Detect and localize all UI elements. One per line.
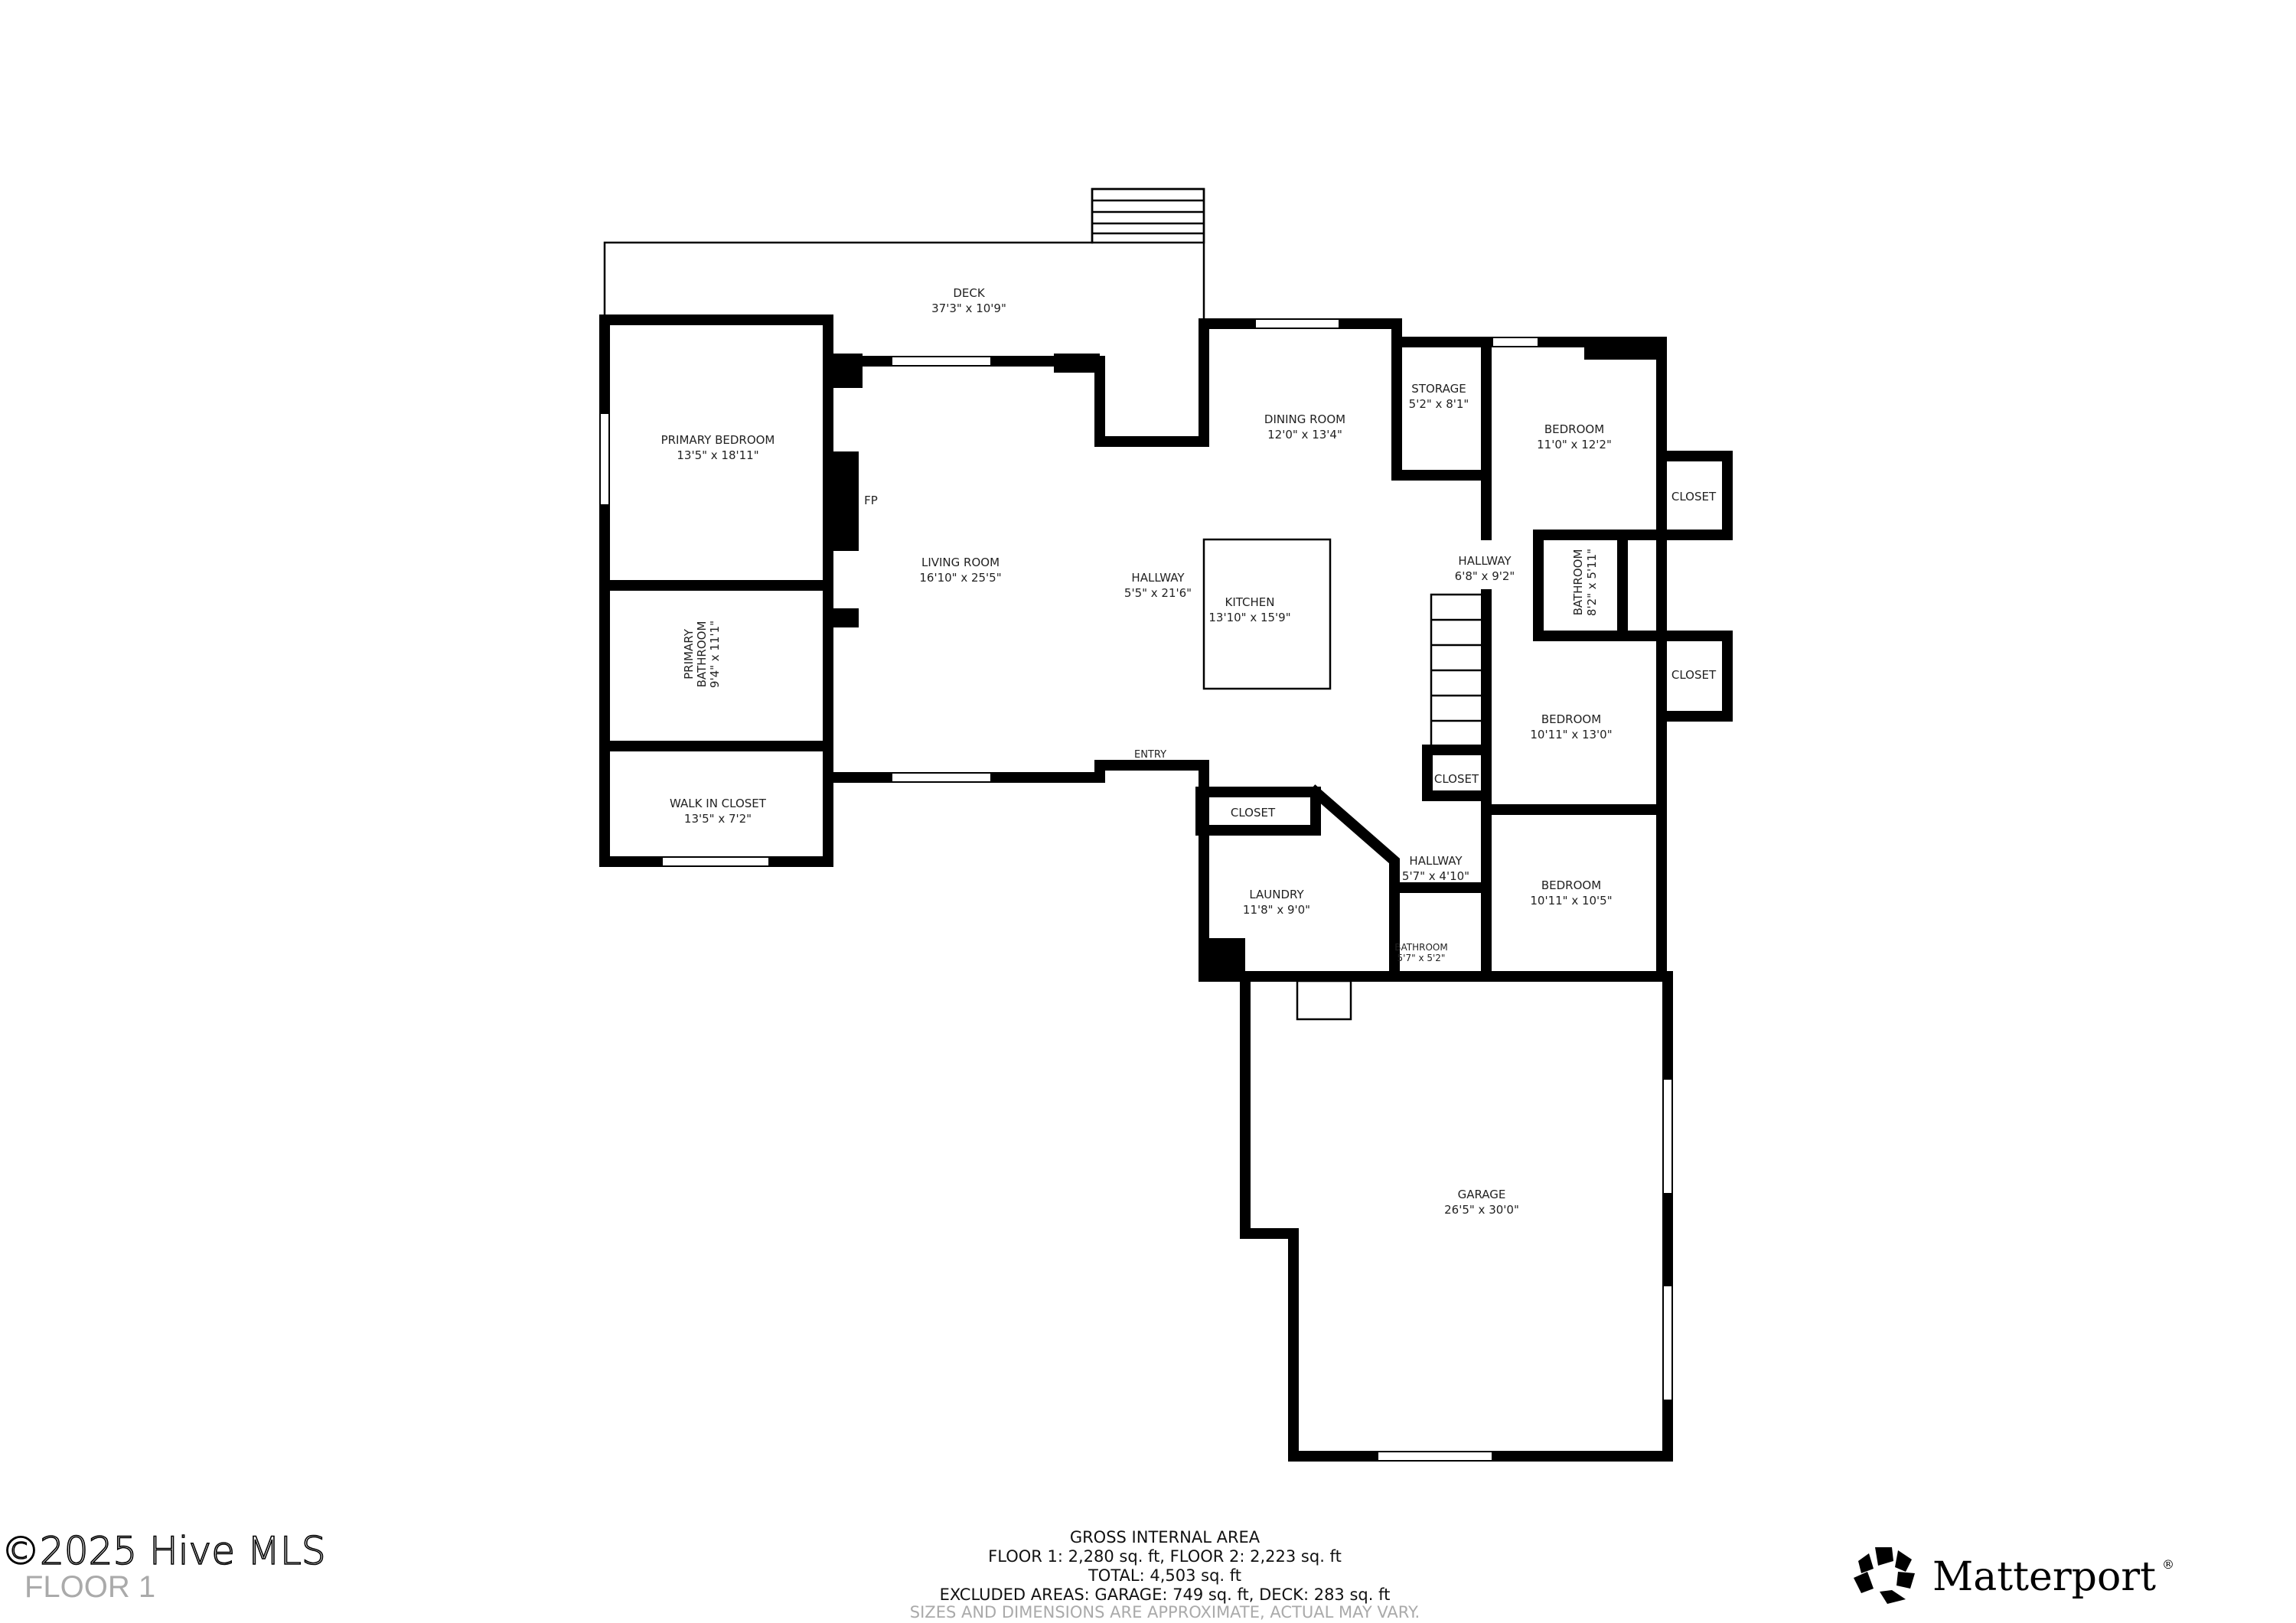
- stairs: [1296, 593, 1486, 1021]
- garage-dim: 26'5" x 30'0": [1444, 1203, 1519, 1217]
- living-room-dim: 16'10" x 25'5": [919, 571, 1001, 585]
- laundry-label: LAUNDRY: [1249, 888, 1304, 901]
- hallway-3-dim: 5'7" x 4'10": [1402, 869, 1469, 883]
- watermark: ©2025 Hive MLS: [2, 1529, 326, 1573]
- primary-bathroom-label-1: PRIMARY: [682, 628, 696, 680]
- hallway-3-label: HALLWAY: [1409, 854, 1463, 868]
- closet-4-label: CLOSET: [1231, 806, 1276, 820]
- fireplace-label: FP: [864, 494, 878, 507]
- bathroom-2-dim: 5'7" x 5'2": [1397, 953, 1446, 963]
- entry-label: ENTRY: [1134, 749, 1166, 761]
- primary-bedroom-dim: 13'5" x 18'11": [677, 448, 758, 462]
- walk-in-closet-label: WALK IN CLOSET: [670, 797, 767, 810]
- bedroom-3-label: BEDROOM: [1541, 878, 1601, 892]
- storage-label: STORAGE: [1411, 382, 1466, 396]
- primary-bathroom-label-2: BATHROOM: [695, 621, 709, 688]
- storage-dim: 5'2" x 8'1": [1409, 397, 1469, 411]
- summary-excluded: EXCLUDED AREAS: GARAGE: 749 sq. ft, DECK…: [940, 1586, 1391, 1604]
- dining-room-dim: 12'0" x 13'4": [1267, 428, 1342, 442]
- bedroom-1-dim: 11'0" x 12'2": [1537, 438, 1612, 451]
- laundry-dim: 11'8" x 9'0": [1243, 903, 1310, 917]
- bedroom-1-label: BEDROOM: [1544, 422, 1604, 436]
- closet-1-label: CLOSET: [1671, 490, 1717, 504]
- bathroom-2-label: BATHROOM: [1394, 942, 1447, 953]
- matterport-wordmark: Matterport: [1932, 1554, 2156, 1600]
- bathroom-1-dim: 8'2" x 5'11": [1585, 549, 1599, 616]
- closet-2-label: CLOSET: [1671, 668, 1717, 682]
- summary-total: TOTAL: 4,503 sq. ft: [1088, 1566, 1241, 1585]
- registered-mark: ®: [2162, 1557, 2174, 1572]
- room-labels: DECK 37'3" x 10'9" PRIMARY BEDROOM 13'5"…: [661, 286, 1717, 1217]
- summary-title: GROSS INTERNAL AREA: [1070, 1528, 1261, 1546]
- walk-in-closet-dim: 13'5" x 7'2": [684, 812, 752, 826]
- bedroom-2-dim: 10'11" x 13'0": [1530, 728, 1612, 741]
- kitchen-label: KITCHEN: [1225, 595, 1275, 609]
- windows: [599, 318, 1673, 1462]
- hallway-main-dim: 5'5" x 21'6": [1124, 586, 1192, 600]
- summary-disclaimer: SIZES AND DIMENSIONS ARE APPROXIMATE, AC…: [910, 1603, 1420, 1621]
- bathroom-1-label: BATHROOM: [1571, 549, 1585, 616]
- matterport-logo: Matterport ®: [1854, 1547, 2174, 1604]
- hallway-2-label: HALLWAY: [1458, 554, 1512, 568]
- hallway-2-dim: 6'8" x 9'2": [1455, 569, 1515, 583]
- dining-room-label: DINING ROOM: [1264, 412, 1345, 426]
- primary-bathroom-dim: 9'4" x 11'1": [708, 621, 722, 688]
- closet-3-label: CLOSET: [1434, 772, 1479, 786]
- kitchen-dim: 13'10" x 15'9": [1208, 611, 1290, 624]
- matterport-star-icon: [1854, 1547, 1915, 1604]
- bedroom-3-dim: 10'11" x 10'5": [1530, 894, 1612, 908]
- garage-label: GARAGE: [1458, 1188, 1506, 1201]
- deck-dim: 37'3" x 10'9": [931, 301, 1006, 315]
- bedroom-2-label: BEDROOM: [1541, 712, 1601, 726]
- area-summary: GROSS INTERNAL AREA FLOOR 1: 2,280 sq. f…: [910, 1528, 1420, 1621]
- living-room-label: LIVING ROOM: [921, 556, 1000, 569]
- deck-outline: [603, 187, 1205, 324]
- primary-bedroom-label: PRIMARY BEDROOM: [661, 433, 775, 447]
- wall-blocks: [828, 337, 1662, 976]
- floor-label: FLOOR 1: [24, 1570, 155, 1604]
- deck-label: DECK: [953, 286, 986, 300]
- hallway-main-label: HALLWAY: [1131, 571, 1185, 585]
- summary-floors: FLOOR 1: 2,280 sq. ft, FLOOR 2: 2,223 sq…: [988, 1547, 1342, 1566]
